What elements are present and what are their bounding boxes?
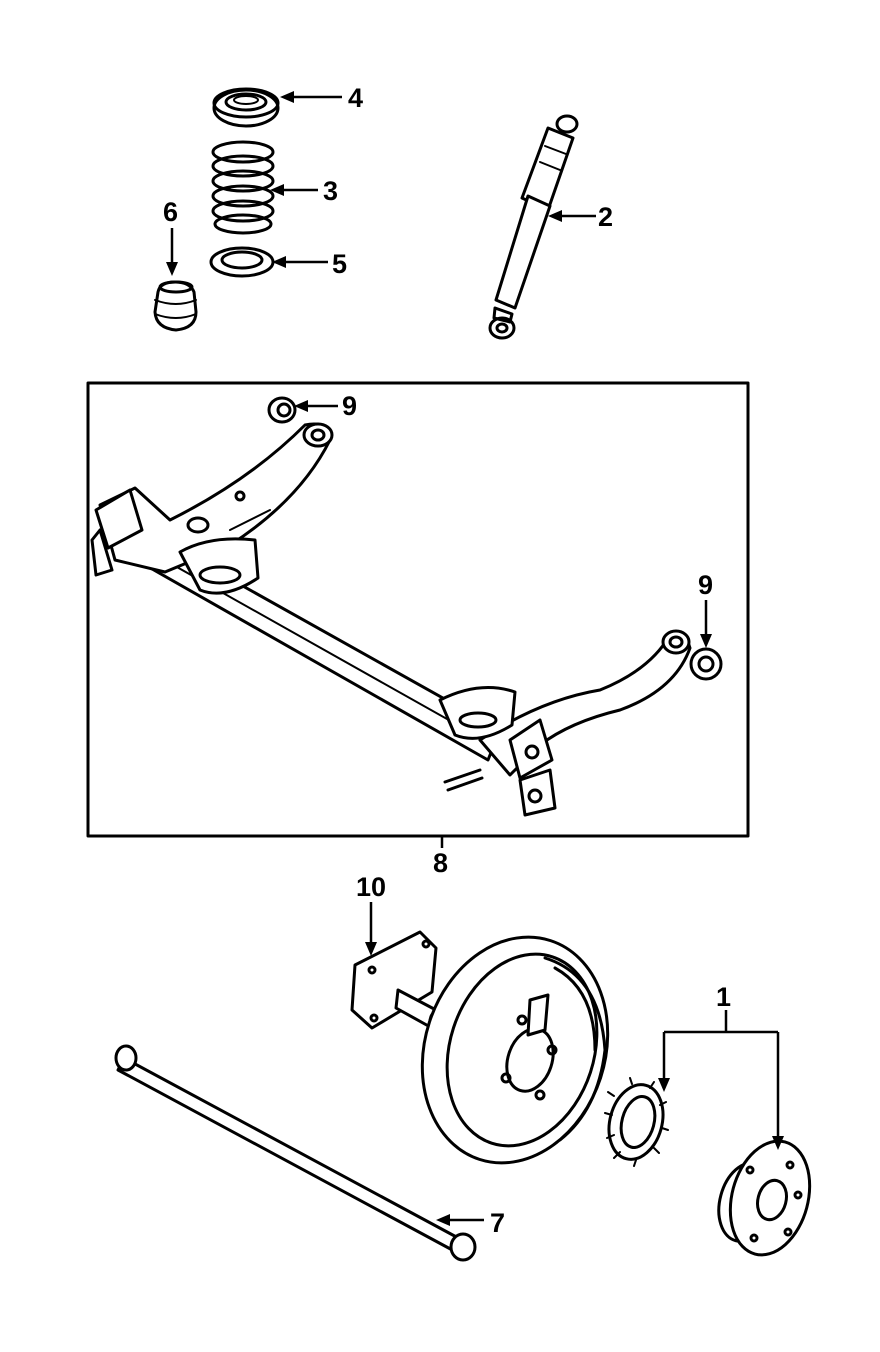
brake-drum-assembly xyxy=(420,935,610,1165)
axle-beam-assembly xyxy=(90,422,692,817)
spindle xyxy=(350,930,444,1034)
callout-6: 6 xyxy=(163,197,178,227)
upper-spring-seat xyxy=(212,87,280,128)
callout-5: 5 xyxy=(332,249,347,279)
callout-7: 7 xyxy=(490,1208,505,1238)
axle-assembly-box xyxy=(86,381,750,838)
callout-10: 10 xyxy=(356,872,386,902)
callout-9-left: 9 xyxy=(342,391,357,421)
bushing-right xyxy=(689,647,723,681)
bump-stop xyxy=(153,280,198,332)
wheel-hub xyxy=(717,1139,812,1257)
lower-spring-seat xyxy=(209,246,275,278)
tone-ring xyxy=(604,1077,669,1167)
coil-spring xyxy=(211,140,275,235)
callout-8: 8 xyxy=(433,848,448,878)
callout-9-right: 9 xyxy=(698,570,713,600)
callout-labels: 4 3 5 6 2 9 9 8 10 1 7 xyxy=(163,83,731,1238)
callout-2: 2 xyxy=(598,202,613,232)
callout-1: 1 xyxy=(716,982,731,1012)
leader-lines xyxy=(166,91,784,1226)
callout-4: 4 xyxy=(348,83,363,113)
track-bar xyxy=(114,1044,477,1262)
shock-absorber xyxy=(488,114,579,340)
bushing-left xyxy=(267,396,297,424)
callout-3: 3 xyxy=(323,176,338,206)
